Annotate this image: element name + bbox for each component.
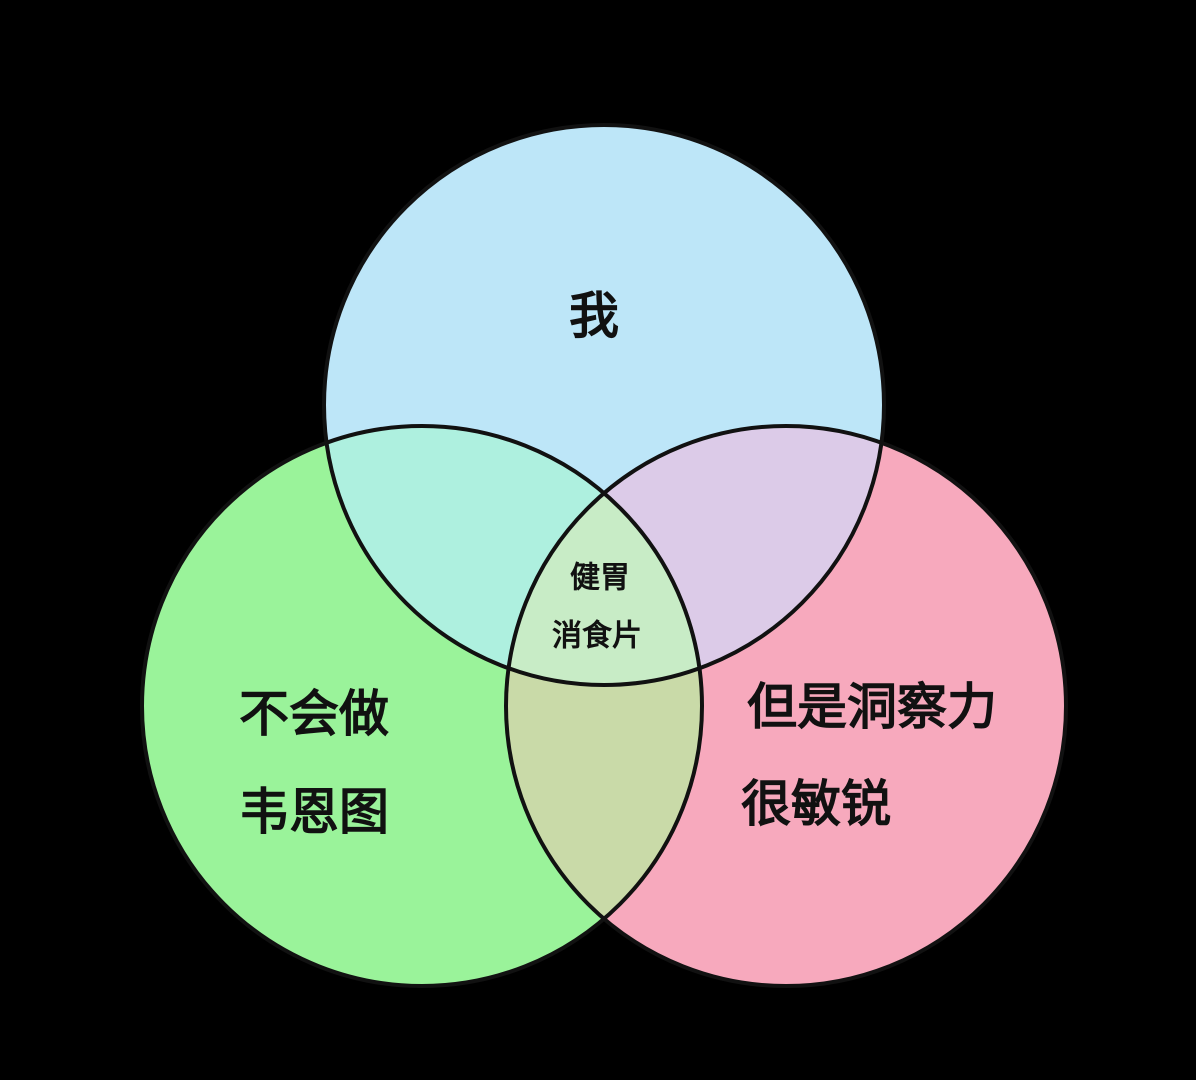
label-center-line1: 健胃 bbox=[570, 561, 630, 596]
label-top: 我 bbox=[569, 287, 619, 345]
label-right-line2: 很敏锐 bbox=[741, 775, 891, 833]
circle-outlines bbox=[140, 123, 1068, 988]
label-center-line2: 消食片 bbox=[552, 619, 642, 654]
overlap-center bbox=[506, 426, 702, 685]
overlap-top-right bbox=[506, 426, 884, 685]
overlap-top-left bbox=[324, 426, 702, 685]
label-right-line1: 但是洞察力 bbox=[747, 678, 997, 736]
label-left-line2: 韦恩图 bbox=[239, 783, 389, 841]
label-left-line1: 不会做 bbox=[239, 685, 389, 743]
